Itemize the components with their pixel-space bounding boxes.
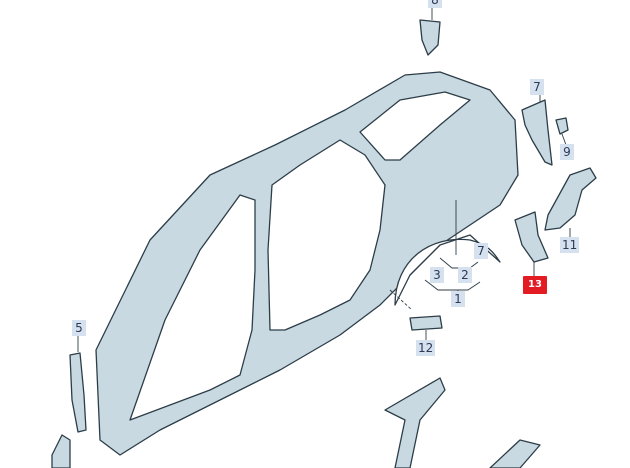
part-5[interactable] — [69, 352, 87, 433]
callout-2[interactable]: 2 — [458, 267, 472, 283]
quarter-window-opening — [359, 91, 471, 161]
rear-door-opening — [267, 139, 386, 331]
part-8[interactable] — [419, 19, 441, 56]
lower-part[interactable] — [51, 434, 71, 468]
sill-part[interactable] — [489, 439, 541, 468]
pillar-part[interactable] — [384, 377, 446, 468]
part-7[interactable] — [521, 99, 553, 166]
callout-7-lower[interactable]: 7 — [474, 243, 488, 259]
callout-13-highlighted[interactable]: 13 — [523, 276, 547, 294]
callout-3[interactable]: 3 — [430, 267, 444, 283]
callout-9[interactable]: 9 — [560, 144, 574, 160]
callout-8[interactable]: 8 — [428, 0, 442, 8]
part-11[interactable] — [544, 167, 597, 231]
callout-1[interactable]: 1 — [451, 291, 465, 307]
part-9[interactable] — [555, 117, 569, 135]
wheel-arch — [394, 234, 501, 306]
callout-11[interactable]: 11 — [560, 237, 580, 253]
callout-5[interactable]: 5 — [72, 320, 86, 336]
part-12[interactable] — [409, 315, 443, 331]
callout-12[interactable]: 12 — [416, 340, 436, 356]
part-13[interactable] — [514, 211, 549, 263]
front-door-opening — [129, 194, 256, 421]
callout-7[interactable]: 7 — [530, 79, 544, 95]
